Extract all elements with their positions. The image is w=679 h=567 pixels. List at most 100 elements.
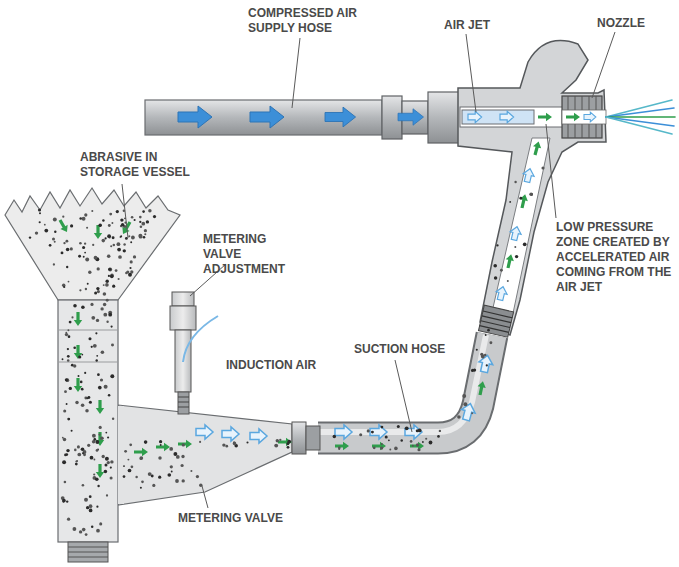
abrasive-particle xyxy=(65,378,68,381)
abrasive-particle xyxy=(104,463,107,466)
abrasive-particle xyxy=(93,344,97,348)
abrasive-particle xyxy=(92,434,96,438)
abrasive-particle xyxy=(196,475,199,478)
abrasive-particle xyxy=(81,403,85,407)
abrasive-particle xyxy=(120,236,122,238)
abrasive-particle xyxy=(104,237,106,239)
abrasive-particle xyxy=(83,256,85,258)
abrasive-particle xyxy=(96,355,98,357)
abrasive-particle xyxy=(121,223,124,226)
abrasive-particle xyxy=(110,476,113,479)
abrasive-particle xyxy=(112,285,115,288)
abrasive-particle xyxy=(96,319,99,322)
abrasive-particle xyxy=(84,372,86,374)
abrasive-particle xyxy=(76,460,78,462)
nozzle xyxy=(562,96,606,138)
abrasive-particle xyxy=(80,381,83,384)
abrasive-particle xyxy=(105,280,108,283)
abrasive-particle xyxy=(410,440,413,443)
induction-air-stream xyxy=(183,316,218,362)
abrasive-particle xyxy=(70,224,73,227)
abrasive-particle xyxy=(110,274,114,278)
air-flow-arrow xyxy=(325,107,356,127)
abrasive-particle xyxy=(102,219,105,222)
abrasive-particle xyxy=(91,316,95,320)
abrasive-particle xyxy=(81,447,85,451)
abrasive-particle xyxy=(97,290,100,293)
air-supply-hose xyxy=(145,100,382,135)
abrasive-particle xyxy=(79,289,81,291)
air-flow-arrow xyxy=(584,112,596,122)
abrasive-particle xyxy=(496,244,498,246)
abrasive-particle xyxy=(39,212,41,214)
abrasive-particle xyxy=(514,181,516,183)
abrasive-particle xyxy=(93,473,95,475)
abrasive-particle xyxy=(86,227,88,229)
abrasive-particle xyxy=(338,448,340,450)
abrasive-particle xyxy=(422,441,424,443)
abrasive-particle xyxy=(77,445,80,448)
abrasive-particle xyxy=(65,332,67,334)
abrasive-particle xyxy=(246,441,248,443)
abrasive-particle xyxy=(66,266,68,268)
abrasive-particle xyxy=(182,443,185,446)
abrasive-flow-arrow xyxy=(476,380,487,395)
abrasive-particle xyxy=(67,329,69,331)
abrasive-particle xyxy=(52,238,55,241)
abrasive-particle xyxy=(66,500,68,502)
abrasive-particle xyxy=(199,441,201,443)
abrasive-particle xyxy=(500,269,503,272)
leader-lines xyxy=(122,32,615,508)
abrasive-particle xyxy=(107,436,109,438)
abrasive-particle xyxy=(397,425,400,428)
abrasive-particle xyxy=(64,481,67,484)
abrasive-particle xyxy=(108,394,111,397)
abrasive-particle xyxy=(73,346,76,349)
abrasive-particle xyxy=(385,436,388,439)
air-flow-arrow xyxy=(477,354,494,374)
abrasive-particle xyxy=(79,242,82,245)
abrasive-flow-arrow xyxy=(335,442,349,450)
abrasive-spray xyxy=(606,100,675,134)
abrasive-particle xyxy=(233,442,237,446)
abrasive-particle xyxy=(64,454,67,457)
abrasive-particle xyxy=(97,373,100,376)
abrasive-particle xyxy=(95,440,99,444)
abrasive-particle xyxy=(120,235,122,237)
thread-body xyxy=(478,305,513,337)
abrasive-flow-arrow xyxy=(410,442,424,450)
hose-highlight xyxy=(318,335,486,432)
abrasive-particle xyxy=(118,278,120,280)
abrasive-particle xyxy=(380,426,383,429)
abrasive-particle xyxy=(141,222,145,226)
abrasive-particle xyxy=(96,359,98,361)
abrasive-flow-arrow xyxy=(74,378,82,392)
abrasive-particle xyxy=(67,348,69,350)
abrasive-particle xyxy=(99,224,102,227)
abrasive-particle xyxy=(69,321,72,324)
abrasive-particle xyxy=(116,210,119,213)
air-flow-arrow xyxy=(335,425,352,439)
abrasive-particle xyxy=(222,443,225,446)
branch-join xyxy=(118,406,124,504)
abrasive-particle xyxy=(96,529,100,533)
abrasive-particle xyxy=(102,455,105,458)
abrasive-particle xyxy=(148,472,152,476)
abrasive-particle xyxy=(143,236,146,239)
abrasive-particle xyxy=(117,248,121,252)
abrasive-particle xyxy=(78,255,81,258)
abrasive-particle xyxy=(128,469,132,473)
abrasive-particle xyxy=(160,444,162,446)
abrasive-particle xyxy=(66,403,68,405)
abrasive-particle xyxy=(124,450,127,453)
callout-label: METERING VALVE xyxy=(178,511,308,526)
abrasive-particle xyxy=(123,465,125,467)
hopper-tube xyxy=(58,300,118,542)
bottom-thread xyxy=(68,542,108,562)
abrasive-particle xyxy=(82,452,84,454)
air-flow-arrow xyxy=(222,427,239,441)
abrasive-particle xyxy=(112,236,115,239)
abrasive-particle xyxy=(98,433,100,435)
abrasive-particle xyxy=(98,386,102,390)
abrasive-particle xyxy=(139,221,141,223)
